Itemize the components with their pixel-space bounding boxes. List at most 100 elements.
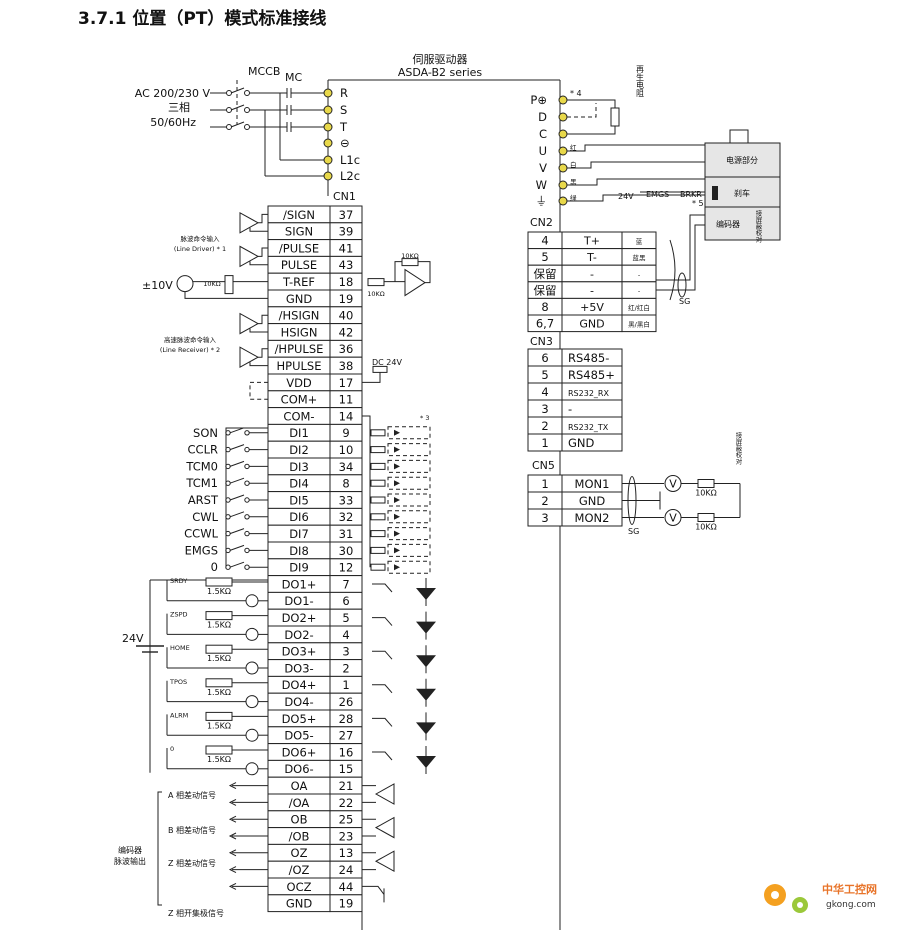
line-driver-symbol <box>239 312 260 335</box>
cn1-signal-name: DI8 <box>289 544 309 558</box>
cn1-pin-number: 27 <box>339 729 354 743</box>
motor-encoder-part <box>704 206 781 241</box>
di-common-return <box>225 427 268 568</box>
di-contact <box>244 430 250 436</box>
supply-phase: 三相 <box>168 101 190 114</box>
mccb-contact <box>226 107 232 113</box>
do-resistor <box>205 711 233 721</box>
drive-model: ASDA-B2 series <box>398 66 483 79</box>
motor-terminal-label: V <box>539 161 547 175</box>
cn2-pin: 8 <box>541 300 548 314</box>
encoder-outputs <box>157 782 395 906</box>
power-terminal-label: T <box>339 120 348 134</box>
cn2-signal: - <box>590 284 594 297</box>
cn2-pin: 5 <box>541 250 548 264</box>
power-terminal-dot <box>323 171 333 181</box>
cn1-pin-number: 31 <box>339 527 354 541</box>
enc-driver-icon <box>374 850 395 873</box>
cn2-signal: +5V <box>580 301 604 314</box>
cn1-signal-name: /PULSE <box>279 241 319 255</box>
cn5-pin: 1 <box>541 477 548 491</box>
cn1-signal-name: DO3+ <box>282 645 317 659</box>
mccb-contact <box>244 124 250 130</box>
feedback-resistor <box>401 258 419 267</box>
tref-resistor <box>367 278 385 287</box>
cn1-signal-name: T-REF <box>282 275 315 289</box>
di-switch <box>229 561 245 568</box>
opto-led-icon <box>394 547 400 554</box>
enc-internal <box>362 852 376 871</box>
pulse-wire <box>249 261 268 266</box>
enc-arrow-icon <box>228 832 237 840</box>
di-contact <box>244 446 250 453</box>
cn1-signal-name: GND <box>286 292 313 306</box>
com-bus <box>362 415 371 568</box>
cable-shield <box>677 272 687 298</box>
cn1-pin-number: 24 <box>339 863 354 877</box>
cn1-signal-name: /SIGN <box>283 208 315 222</box>
cn3-pin: 6 <box>541 351 548 365</box>
cn2-signal: - <box>590 268 594 281</box>
do-diode-icon <box>245 661 259 675</box>
cn2-brace <box>669 239 676 301</box>
cn1-pin-number: 42 <box>339 325 354 339</box>
cn1-pin-number: 5 <box>342 611 349 625</box>
enc-zoc-label: Z 相开集极信号 <box>168 908 224 918</box>
motor-terminal-label: P⊕ <box>530 93 547 107</box>
motor-terminal-dot <box>558 146 568 156</box>
supply-frequency: 50/60Hz <box>150 116 196 129</box>
motor-terminal-dot <box>558 112 568 122</box>
do-diode-icon <box>245 728 259 742</box>
drive-name: 伺服驱动器 <box>413 53 468 66</box>
mccb-contact <box>244 107 250 113</box>
note-5: * 5 <box>692 199 704 208</box>
cn1-pin-number: 44 <box>339 880 354 894</box>
cn1-signal-name: DI4 <box>289 477 309 491</box>
cn1-pin-number: 11 <box>339 393 354 407</box>
cn1-pin-number: 25 <box>339 813 354 827</box>
di-contact <box>244 564 250 570</box>
cn1-pin-number: 8 <box>342 477 349 491</box>
encoder-cable <box>655 214 705 281</box>
cn2-signal: GND <box>579 318 604 331</box>
cn1-signal-name: DO6- <box>284 762 313 776</box>
do-signal-label: HOME <box>170 644 190 652</box>
enc-a-label: A 相差动信号 <box>168 790 216 800</box>
di-contact <box>244 497 250 503</box>
do-diode-icon <box>245 627 259 641</box>
di-resistor <box>370 429 386 437</box>
motor-wire-color: 白 <box>570 160 577 169</box>
cn2-signal: T- <box>586 251 597 264</box>
motor-wire-color: 黑 <box>570 178 577 186</box>
di-resistor <box>370 563 386 571</box>
cn1-pin-number: 14 <box>339 409 354 423</box>
cn1-signal-name: DI3 <box>289 460 309 474</box>
pulse-input-label: 脉波命令输入 <box>181 234 221 243</box>
cn1-pin-number: 40 <box>339 309 354 323</box>
cn1-pin-number: 19 <box>339 292 354 306</box>
enc-arrow-icon <box>228 849 237 857</box>
opto-led-icon <box>394 429 400 436</box>
power-terminal-dot <box>323 122 333 132</box>
di-optocoupler <box>387 493 431 507</box>
do-signal-label: TPOS <box>169 678 187 686</box>
do-transistor <box>372 583 393 593</box>
cn1-signal-name: DO4+ <box>282 678 317 692</box>
cn3-pin: 3 <box>541 402 548 416</box>
mccb-contact <box>226 124 232 130</box>
power-terminal-dot <box>323 138 333 148</box>
motor-phase-wire <box>567 161 705 169</box>
input-circuits <box>176 211 431 574</box>
do-resistor <box>205 611 233 621</box>
mccb-contact <box>226 90 232 96</box>
cn5-pin: 2 <box>541 494 548 508</box>
motor-phase-wire <box>567 178 705 186</box>
enc-internal <box>362 818 376 837</box>
motor-wire-color: 绿 <box>570 193 577 202</box>
watermark-brand: 中华工控网 <box>822 882 877 896</box>
enc-b-label: B 相差动信号 <box>168 825 216 835</box>
cn1-pin-number: 28 <box>339 712 354 726</box>
di-switch <box>229 528 245 535</box>
di-resistor <box>370 479 386 487</box>
